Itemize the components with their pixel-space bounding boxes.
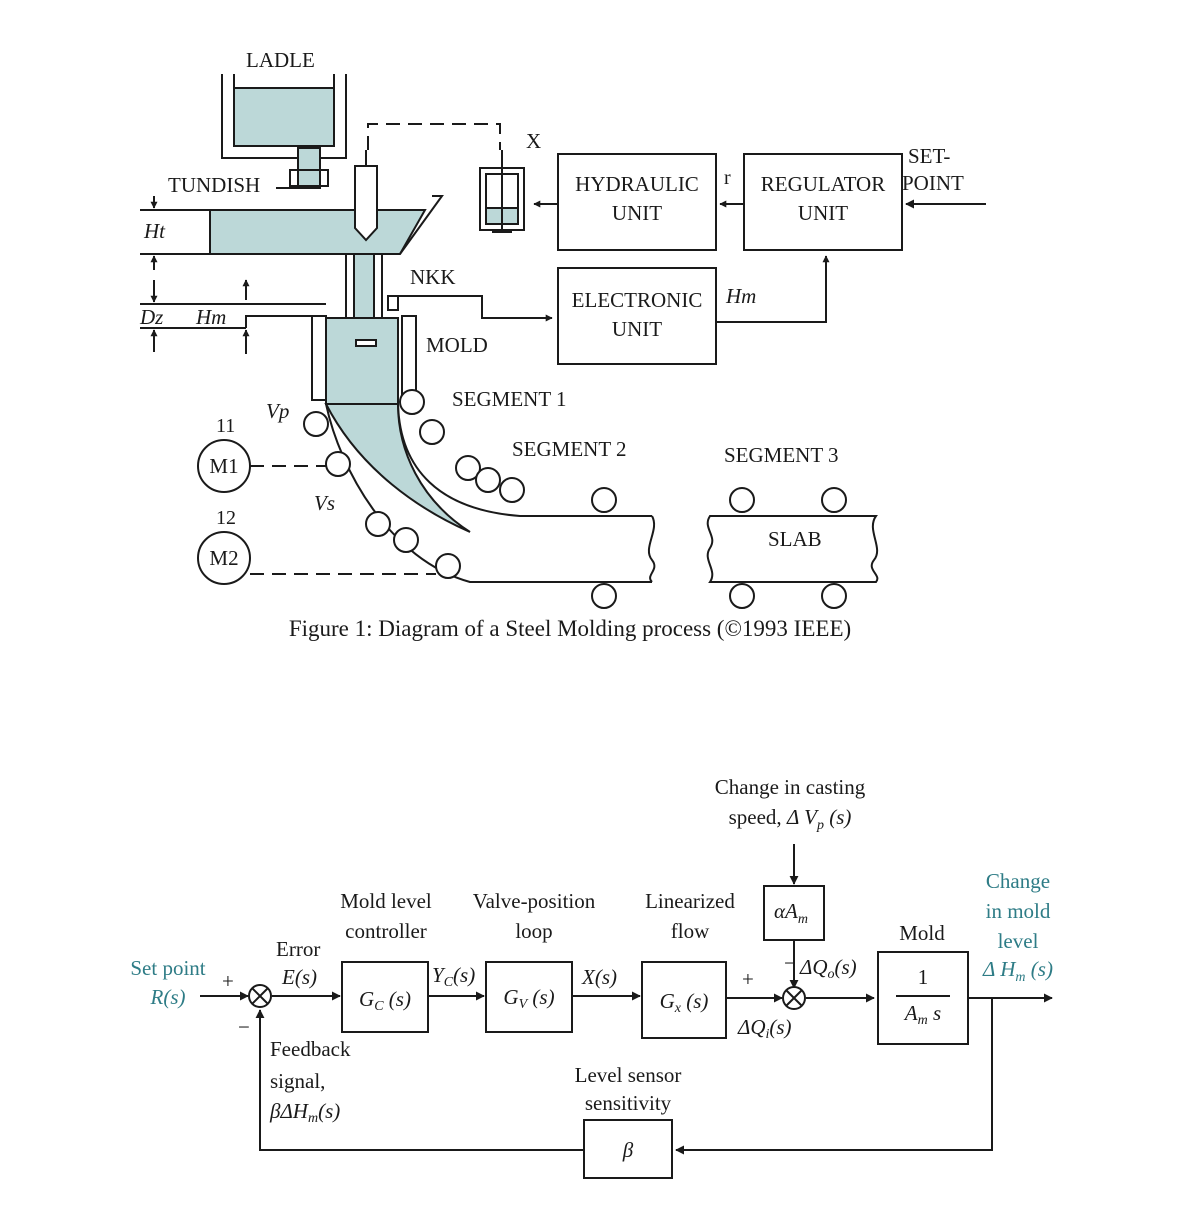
output-label-4: Δ Hm (s): [982, 957, 1053, 985]
feedback-path: [255, 1009, 584, 1151]
svg-text:Gx (s): Gx (s): [660, 989, 709, 1016]
figure-1-caption: Figure 1: Diagram of a Steel Molding pro…: [289, 616, 851, 641]
actuator-x-label: X: [526, 129, 541, 153]
hydraulic-unit: HYDRAULIC UNIT: [557, 153, 717, 251]
output-label-2: in mold: [986, 899, 1051, 923]
delta-qi-label: ΔQi(s): [737, 1015, 792, 1042]
gx-block: Gx (s): [641, 961, 727, 1039]
controller-label-1: Mold level: [340, 889, 432, 913]
flow-label-2: flow: [671, 919, 710, 943]
sum2-minus: −: [784, 951, 796, 975]
beta-label: β: [622, 1138, 634, 1162]
feedback-label-3: βΔHm(s): [269, 1099, 340, 1126]
output-to-sensor-path: [675, 998, 993, 1155]
flow-label-1: Linearized: [645, 889, 735, 913]
error-label-2: E(s): [281, 965, 317, 989]
motor-m1-label: M1: [209, 454, 238, 478]
motor-m1-number: 11: [216, 415, 235, 437]
nkk-sensor: [387, 295, 399, 311]
motor-m2-number: 12: [216, 507, 236, 529]
sensor-label-2: sensitivity: [585, 1091, 672, 1115]
sum1-minus: −: [238, 1015, 250, 1039]
feedback-label-1: Feedback: [270, 1037, 351, 1061]
yc-label: YC(s): [432, 963, 475, 990]
tundish-label: TUNDISH: [168, 173, 260, 197]
disturbance-label-1: Change in casting: [715, 775, 866, 799]
liquid-core: [324, 403, 471, 533]
valve-label-2: loop: [515, 919, 552, 943]
gc-block: GC (s): [341, 961, 429, 1033]
segment-3-label: SEGMENT 3: [724, 443, 839, 467]
ladle-label: LADLE: [246, 48, 315, 72]
beta-block: β: [583, 1119, 673, 1179]
stopper-link: [367, 123, 501, 150]
svg-text:GV (s): GV (s): [503, 985, 554, 1012]
error-summing-junction: [248, 984, 272, 1008]
regulator-unit-label-1: REGULATOR: [761, 172, 885, 196]
output-label-1: Change: [986, 869, 1050, 893]
svg-text:αAm: αAm: [774, 899, 808, 927]
electronic-to-regulator-arrow: [716, 255, 830, 323]
x-label: X(s): [581, 965, 617, 989]
tundish: TUNDISH: [168, 150, 444, 331]
motor-m2: M2 12: [197, 507, 251, 585]
motor-m1: M1 11: [197, 415, 251, 493]
gv-block: GV (s): [485, 961, 573, 1033]
sensor-to-electronic-arrow: [398, 295, 553, 322]
set-point-label-2: POINT: [902, 171, 964, 195]
electronic-unit: ELECTRONIC UNIT: [557, 267, 717, 365]
mold-block-label: Mold: [899, 921, 945, 945]
strand-inner-edge: [397, 403, 652, 517]
set-point-label-1: Set point: [130, 956, 205, 980]
sum2-plus: +: [742, 967, 754, 991]
electronic-unit-label-1: ELECTRONIC: [572, 288, 703, 312]
hm-signal-label: Hm: [725, 284, 756, 308]
segment-2-label: SEGMENT 2: [512, 437, 627, 461]
nkk-label: NKK: [410, 265, 456, 289]
sum1-plus: +: [222, 969, 234, 993]
delta-qo-label: ΔQo(s): [799, 955, 857, 982]
strand-break-line: [647, 515, 656, 583]
hydraulic-cylinder: X: [479, 129, 541, 233]
mold-transfer-block: 1 Am s: [877, 951, 969, 1045]
mold-tf-numerator: 1: [918, 965, 929, 989]
svg-text:GC (s): GC (s): [359, 987, 411, 1014]
error-label-1: Error: [276, 937, 320, 961]
regulator-unit-label-2: UNIT: [798, 201, 848, 225]
figure-2-block-diagram: Change in casting speed, Δ Vp (s) αAm Mo…: [130, 775, 1053, 1179]
motor-m2-label: M2: [209, 546, 238, 570]
hydraulic-unit-label-1: HYDRAULIC: [575, 172, 699, 196]
feedback-label-2: signal,: [270, 1069, 325, 1093]
valve-label-1: Valve-position: [473, 889, 596, 913]
sensor-label-1: Level sensor: [575, 1063, 682, 1087]
dz-label: Dz: [139, 305, 163, 329]
electronic-unit-label-2: UNIT: [612, 317, 662, 341]
signal-r-label: r: [724, 167, 731, 189]
hydraulic-unit-label-2: UNIT: [612, 201, 662, 225]
regulator-unit: REGULATOR UNIT: [743, 153, 903, 251]
vp-label: Vp: [266, 399, 289, 423]
dimension-markers: Ht Dz Hm: [139, 196, 326, 354]
disturbance-label-2: speed, Δ Vp (s): [729, 805, 852, 833]
rollers: [303, 389, 847, 609]
mold: MOLD: [311, 315, 488, 405]
figure-1-process-diagram: LADLE TUNDISH X HY: [139, 48, 986, 641]
set-point-label-2: R(s): [150, 985, 186, 1009]
ht-label: Ht: [143, 219, 166, 243]
segment-1-label: SEGMENT 1: [452, 387, 567, 411]
alpha-am-block: αAm: [763, 885, 825, 941]
mold-tf-denominator: Am s: [903, 1001, 941, 1028]
vs-label: Vs: [314, 491, 335, 515]
controller-label-2: controller: [345, 919, 427, 943]
hm-dimension-label: Hm: [195, 305, 226, 329]
flow-summing-junction: [782, 986, 806, 1010]
slab: [706, 515, 879, 583]
set-point-label-1: SET-: [908, 144, 950, 168]
output-label-3: level: [998, 929, 1039, 953]
slab-label: SLAB: [768, 527, 822, 551]
ladle: LADLE: [221, 48, 347, 189]
mold-label: MOLD: [426, 333, 488, 357]
